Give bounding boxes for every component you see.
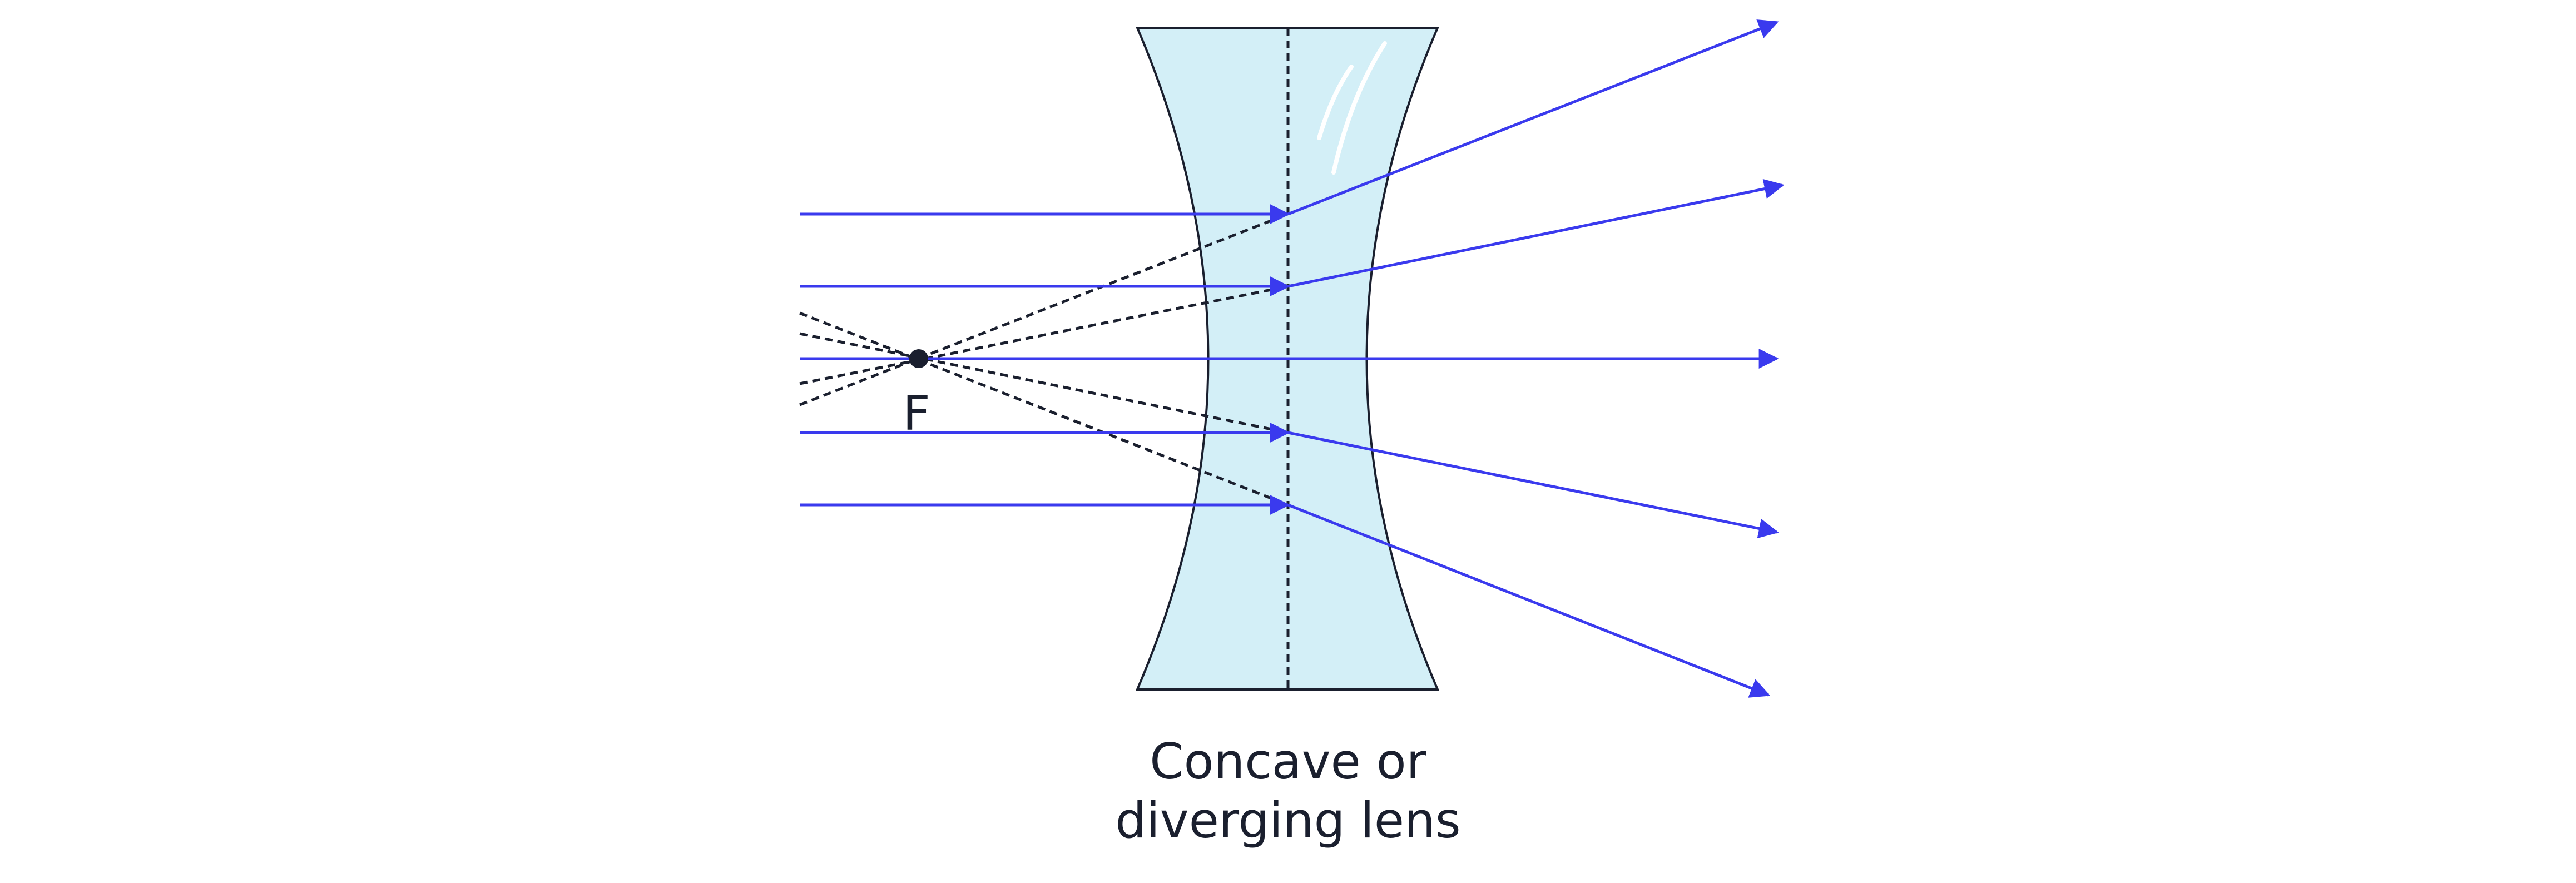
refracted-ray bbox=[1287, 503, 1771, 698]
virtual-ray-extension bbox=[799, 332, 1289, 434]
refracted-ray bbox=[1287, 431, 1779, 539]
focal-point bbox=[909, 349, 928, 368]
lens-caption-line-2: diverging lens bbox=[1115, 792, 1460, 849]
lens-caption-line-1: Concave or bbox=[1150, 733, 1426, 790]
incident-rays bbox=[800, 204, 1779, 515]
refracted-ray bbox=[1287, 19, 1779, 216]
refracted-rays bbox=[1287, 19, 1785, 698]
virtual-ray-extension bbox=[799, 285, 1289, 385]
lens-glare-highlight bbox=[1317, 65, 1354, 140]
focal-point-label: F bbox=[903, 386, 930, 442]
virtual-ray-extension bbox=[799, 311, 1289, 507]
lens-glare-highlight bbox=[1331, 41, 1387, 175]
refracted-ray bbox=[1287, 178, 1785, 288]
virtual-ray-extension bbox=[799, 212, 1289, 406]
virtual-ray-extensions bbox=[799, 212, 1289, 507]
